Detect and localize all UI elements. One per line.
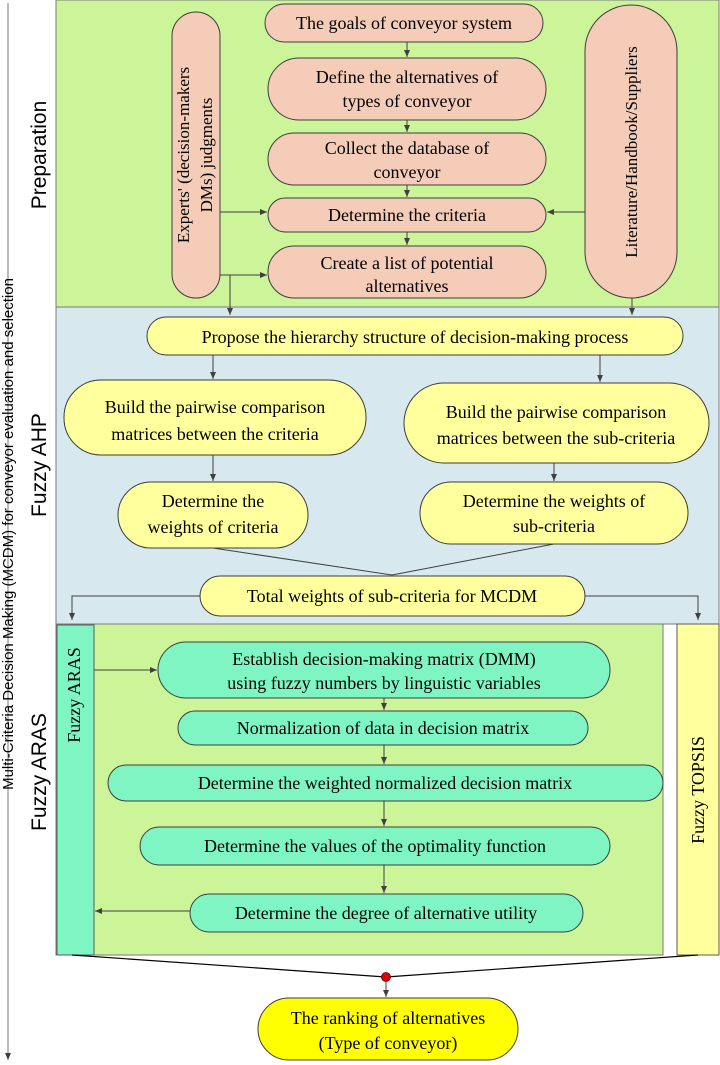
normalization-text: Normalization of data in decision matrix — [237, 718, 529, 738]
fuzzy-topsis-label: Fuzzy TOPSIS — [688, 736, 708, 844]
normalization-box — [177, 710, 589, 746]
fuzzy-topsis-panel — [676, 623, 720, 956]
collect-database-line-2: conveyor — [374, 162, 441, 182]
total-weights-text: Total weights of sub-criteria for MCDM — [247, 586, 537, 606]
utility-text: Determine the degree of alternative util… — [235, 903, 537, 923]
stage-label-preparation: Preparation — [28, 101, 51, 210]
experts-box — [171, 11, 221, 299]
dmm-line-1: Establish decision-making matrix (DMM) — [232, 649, 535, 670]
literature-box — [584, 4, 678, 299]
optimality-box — [139, 826, 611, 866]
literature-text: Literature/Handbook/Suppliers — [622, 46, 641, 258]
potential-alternatives-box — [267, 245, 547, 299]
ranking-result-line-1: The ranking of alternatives — [291, 1008, 485, 1028]
merge-dot — [381, 972, 391, 982]
topsis-merge-line — [385, 954, 699, 978]
weights-criteria-line-2: weights of criteria — [148, 517, 279, 537]
weighted-matrix-text: Determine the weighted normalized decisi… — [198, 773, 572, 793]
hierarchy-text: Propose the hierarchy structure of decis… — [202, 327, 629, 347]
pairwise-criteria-line-2: matrices between the criteria — [111, 424, 318, 444]
pairwise-criteria-line-1: Build the pairwise comparison — [105, 397, 325, 417]
utility-box — [189, 893, 584, 933]
total-to-topsis-arrow — [585, 595, 701, 620]
aras-merge-line — [71, 954, 387, 978]
stage-label-fuzzy-aras: Fuzzy ARAS — [28, 713, 51, 831]
experts-line-2: DMs) judgments — [197, 98, 216, 213]
total-to-aras-arrow — [69, 595, 200, 620]
main-axis-label: Multi-Criteria Decision Making (MCDM) fo… — [0, 278, 17, 790]
potential-alternatives-line-2: alternatives — [366, 276, 449, 296]
potential-alternatives-line-1: Create a list of potential — [321, 253, 494, 273]
goals-text: The goals of conveyor system — [296, 13, 512, 33]
weights-subcriteria-line-1: Determine the weights of — [463, 491, 645, 511]
ranking-result-box — [257, 997, 519, 1061]
pairwise-criteria-box — [63, 379, 367, 456]
stage-label-fuzzy-ahp: Fuzzy AHP — [28, 413, 51, 517]
weights-subcriteria-line-2: sub-criteria — [513, 516, 595, 536]
collect-database-line-1: Collect the database of — [325, 138, 489, 158]
determine-criteria-text: Determine the criteria — [328, 205, 486, 225]
pairwise-subcriteria-line-2: matrices between the sub-criteria — [437, 428, 675, 448]
dmm-line-2: using fuzzy numbers by linguistic variab… — [227, 673, 540, 693]
define-alternatives-line-2: types of conveyor — [343, 91, 472, 111]
pairwise-subcriteria-line-1: Build the pairwise comparison — [446, 402, 666, 422]
weights-sub-merge-line — [391, 543, 555, 576]
fuzzy-aras-side-label: Fuzzy ARAS — [64, 647, 84, 743]
optimality-text: Determine the values of the optimality f… — [204, 836, 546, 856]
define-alternatives-line-1: Define the alternatives of — [316, 67, 498, 87]
fuzzy-aras-side-panel — [56, 624, 95, 956]
hierarchy-box — [146, 316, 684, 356]
weights-criteria-merge-line — [212, 547, 393, 576]
weighted-matrix-box — [107, 764, 664, 802]
goals-box — [264, 3, 544, 43]
pairwise-subcriteria-box — [403, 382, 710, 464]
weights-criteria-line-1: Determine the — [162, 491, 264, 511]
fuzzy-ahp-section — [55, 306, 720, 625]
experts-line-1: Experts' (decision-makers — [174, 67, 193, 243]
ranking-result-line-2: (Type of conveyor) — [319, 1033, 458, 1054]
